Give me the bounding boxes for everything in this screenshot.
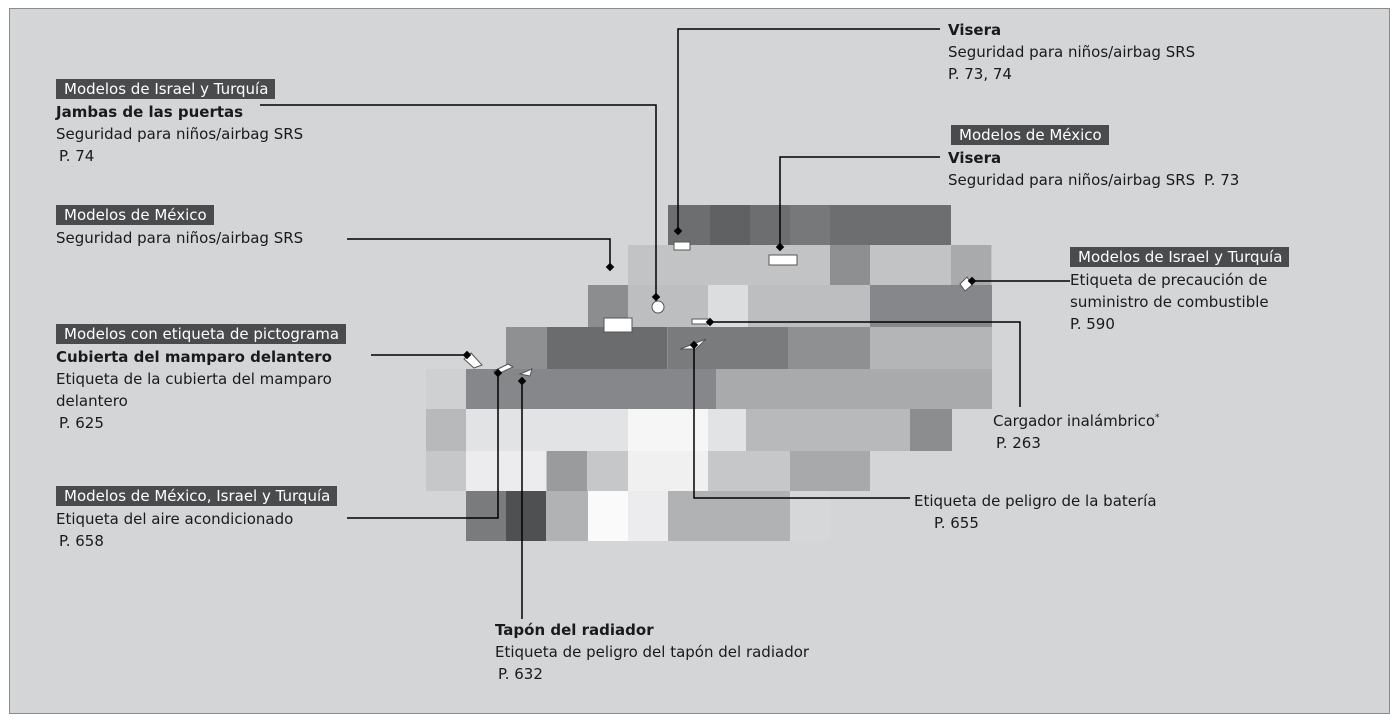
region-tag-mexico: Modelos de México bbox=[56, 205, 214, 225]
callout-title: Tapón del radiador bbox=[495, 621, 654, 639]
page-reference[interactable]: P. 73, 74 bbox=[948, 65, 1012, 83]
callout-cubierta: Cubierta del mamparo delantero Etiqueta … bbox=[56, 346, 332, 434]
callout-desc: Etiqueta del aire acondicionado bbox=[56, 510, 294, 528]
callout-title: Jambas de las puertas bbox=[56, 103, 244, 121]
visera-mexico-label-icon bbox=[768, 254, 798, 266]
callout-desc: Seguridad para niños/airbag SRS bbox=[948, 43, 1196, 61]
leader-lines bbox=[260, 28, 1070, 619]
radiator-label-icon bbox=[518, 368, 533, 377]
region-tag-mexico: Modelos de México bbox=[951, 125, 1109, 145]
callout-title: Visera bbox=[948, 21, 1002, 39]
interior-illustration bbox=[260, 28, 1070, 619]
charger-label-icon bbox=[691, 318, 709, 325]
callout-jambas: Jambas de las puertas Seguridad para niñ… bbox=[56, 101, 303, 167]
region-tag-mexico-israel-turquia: Modelos de México, Israel y Turquía bbox=[56, 486, 338, 506]
callout-title: Cubierta del mamparo delantero bbox=[56, 348, 332, 366]
callout-radiador: Tapón del radiador Etiqueta de peligro d… bbox=[495, 619, 809, 685]
callout-desc: Seguridad para niños/airbag SRS bbox=[948, 171, 1196, 189]
callout-desc: Seguridad para niños/airbag SRS bbox=[56, 229, 304, 247]
callout-combustible: Etiqueta de precaución de suministro de … bbox=[1070, 269, 1269, 335]
callout-desc-line2: suministro de combustible bbox=[1070, 293, 1269, 311]
pixelated-dashboard-image bbox=[426, 205, 992, 541]
page-reference[interactable]: P. 655 bbox=[934, 514, 979, 532]
callout-desc: Etiqueta de peligro de la batería bbox=[914, 492, 1157, 510]
callout-desc-line1: Etiqueta de precaución de bbox=[1070, 271, 1268, 289]
callout-title: Cargador inalámbrico bbox=[993, 412, 1156, 430]
visera-label-icon bbox=[673, 241, 691, 251]
page-reference[interactable]: P. 263 bbox=[996, 434, 1041, 452]
region-tag-pictograma: Modelos con etiqueta de pictograma bbox=[56, 324, 347, 344]
callout-title: Visera bbox=[948, 149, 1002, 167]
airbag-label-icon bbox=[603, 317, 633, 333]
page-reference[interactable]: P. 658 bbox=[59, 532, 104, 550]
callout-desc-line1: Etiqueta de la cubierta del mamparo bbox=[56, 370, 332, 388]
callout-mexico-srs: Seguridad para niños/airbag SRS bbox=[56, 227, 303, 249]
callout-visera: Visera Seguridad para niños/airbag SRS P… bbox=[948, 19, 1195, 85]
diagram-canvas: Modelos de Israel y Turquía Jambas de la… bbox=[9, 8, 1390, 714]
callout-desc: Etiqueta de peligro del tapón del radiad… bbox=[495, 643, 810, 661]
callout-bateria: Etiqueta de peligro de la batería P. 655 bbox=[914, 490, 1157, 534]
callout-aire: Etiqueta del aire acondicionado P. 658 bbox=[56, 508, 293, 552]
page-reference[interactable]: P. 625 bbox=[59, 414, 104, 432]
page-reference[interactable]: P. 590 bbox=[1070, 315, 1115, 333]
callout-desc-line2: delantero bbox=[56, 392, 128, 410]
footnote-star: * bbox=[1155, 413, 1160, 423]
page-reference[interactable]: P. 74 bbox=[59, 147, 95, 165]
page-reference[interactable]: P. 73 bbox=[1203, 171, 1240, 189]
door-jamb-label-icon bbox=[651, 300, 665, 314]
page-reference[interactable]: P. 632 bbox=[498, 665, 543, 683]
callout-visera-mexico: Visera Seguridad para niños/airbag SRS P… bbox=[948, 147, 1239, 191]
region-tag-israel-turquia: Modelos de Israel y Turquía bbox=[56, 79, 276, 99]
callout-desc: Seguridad para niños/airbag SRS bbox=[56, 125, 304, 143]
callout-cargador: Cargador inalámbrico* P. 263 bbox=[993, 407, 1160, 454]
region-tag-israel-turquia: Modelos de Israel y Turquía bbox=[1070, 247, 1290, 267]
